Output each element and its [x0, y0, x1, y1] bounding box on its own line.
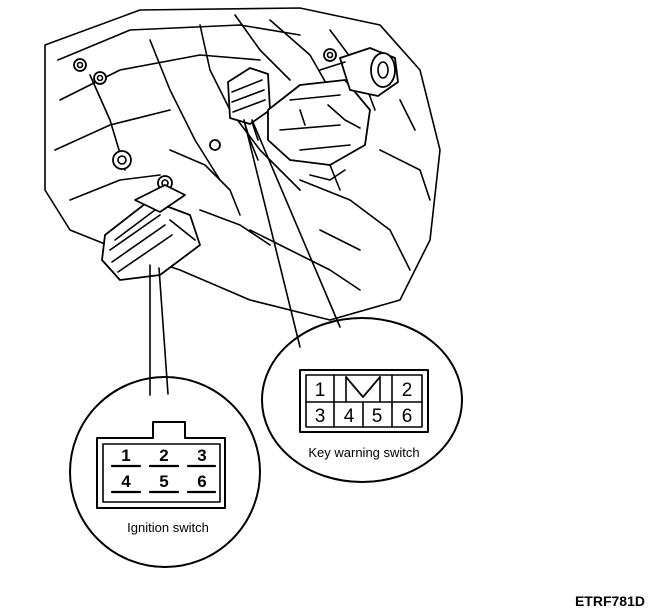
key-warning-pin-6: 6	[402, 406, 413, 427]
ignition-pin-3: 3	[197, 446, 206, 465]
key-warning-pin-2: 2	[402, 380, 413, 401]
ignition-pin-2: 2	[159, 446, 168, 465]
figure-code: ETRF781D	[575, 593, 645, 609]
leader-lines	[149, 119, 341, 396]
ignition-pin-4: 4	[121, 472, 131, 491]
key-warning-pin-4: 4	[344, 406, 355, 427]
ignition-switch-label: Ignition switch	[127, 520, 209, 535]
key-warning-pin-1: 1	[315, 380, 326, 401]
key-warning-switch-callout: 1 2 3 4 5 6 Key warning switch	[261, 317, 463, 483]
key-warning-pin-3: 3	[315, 406, 326, 427]
ignition-pin-1: 1	[121, 446, 130, 465]
ignition-pin-6: 6	[197, 472, 206, 491]
ignition-pin-5: 5	[159, 472, 168, 491]
steering-column-illustration	[44, 7, 441, 321]
ignition-switch-callout: 1 2 3 4 5 6 Ignition switch	[69, 376, 261, 568]
key-warning-switch-label: Key warning switch	[308, 445, 419, 460]
key-warning-pin-5: 5	[372, 406, 383, 427]
